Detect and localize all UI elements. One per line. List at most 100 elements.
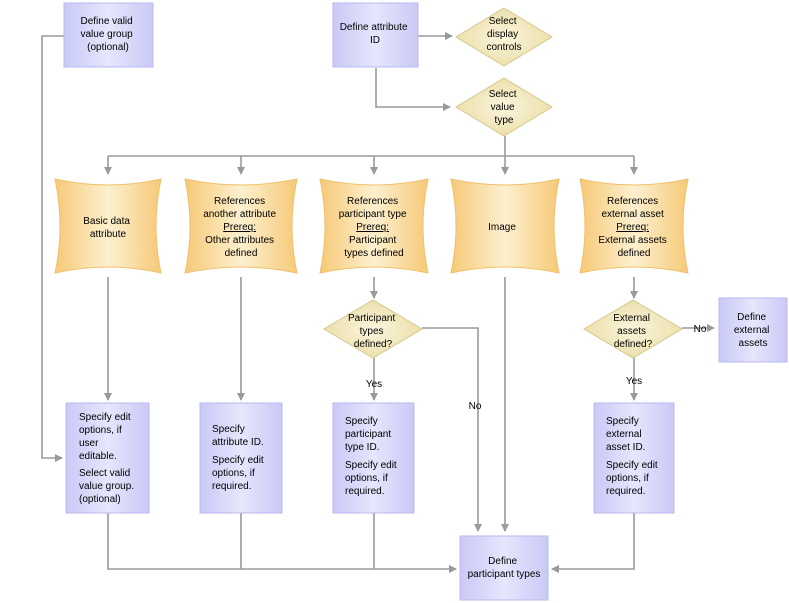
shape-line: Participant (349, 235, 396, 246)
svg-text:Specify attribute ID.: Specify attribute ID. Specify edit optio… (212, 424, 266, 492)
shape-line: References (607, 196, 658, 207)
decision-line: display (487, 29, 518, 40)
box-line: required. (345, 486, 384, 497)
box-line: value group (80, 29, 133, 40)
box-line: user (79, 438, 99, 449)
decision-line: Select (489, 16, 517, 27)
decision-line: defined? (354, 339, 393, 350)
edge-attrid-to-valuetype (375, 68, 451, 111)
decision-line: controls (486, 42, 521, 53)
box-line: Define valid (80, 16, 132, 27)
box-line: (optional) (87, 42, 129, 53)
define-participant-types-box: Define participant types (459, 535, 549, 601)
box-line: Select valid (79, 468, 130, 479)
define-attribute-id-box: Define attribute ID (332, 2, 419, 68)
prereq-label: Prereq: (356, 222, 389, 233)
box-line: Specify (606, 416, 639, 427)
edge-specify-edit-to-define (107, 513, 457, 573)
shape-line: defined (618, 248, 651, 259)
decision-line: types (360, 326, 384, 337)
edge-specify-asset-to-define (551, 513, 635, 573)
define-external-assets-box: Define external assets (718, 297, 788, 363)
image-shape: Image (450, 178, 560, 274)
box-line: Specify edit (79, 412, 131, 423)
shape-line: external asset (601, 209, 663, 220)
box-line: attribute ID. (212, 437, 264, 448)
box-line: required. (606, 486, 645, 497)
svg-text:Select display con: Select display controls (486, 16, 521, 53)
decision-line: Select (489, 89, 517, 100)
svg-text:Basic data attribute: Basic data attribute (83, 216, 132, 240)
specify-participant-type-id-box: Specify participant type ID. Specify edi… (332, 402, 415, 514)
decision-line: defined? (614, 339, 653, 350)
svg-text:Image: Image (488, 222, 516, 233)
box-line: participant (345, 429, 391, 440)
box-line: participant types (468, 569, 541, 580)
define-valid-value-group-box: Define valid value group (optional) (63, 2, 154, 68)
participant-types-defined-decision: Participant types defined? (323, 299, 423, 359)
shape-line: References (347, 196, 398, 207)
specify-attribute-id-box: Specify attribute ID. Specify edit optio… (199, 402, 283, 514)
box-line: editable. (79, 451, 117, 462)
shape-line: Basic data (83, 216, 130, 227)
svg-text:Participant types: Participant types defined? (348, 313, 398, 350)
external-assets-defined-decision: External assets defined? (583, 299, 683, 359)
svg-text:References external asse: References external asset Prereq: Extern… (598, 196, 669, 259)
box-line: Define (737, 312, 766, 323)
box-line: Specify (212, 424, 245, 435)
svg-text:Specify participant: Specify participant type ID. Specify edi… (345, 416, 399, 497)
box-line: Define attribute (340, 22, 408, 33)
box-line: value group. (79, 481, 134, 492)
shape-line: Other attributes (205, 235, 274, 246)
shape-line: References (214, 196, 265, 207)
box-line: Specify edit (606, 460, 658, 471)
svg-text:Define attribute ID: Define attribute ID (340, 22, 411, 46)
decision-line: Participant (348, 313, 395, 324)
shape-line: attribute (90, 229, 127, 240)
prereq-label: Prereq: (223, 222, 256, 233)
svg-text:Specify external a: Specify external asset ID. Specify edit … (606, 416, 660, 497)
basic-data-attribute-shape: Basic data attribute (54, 178, 162, 274)
specify-external-asset-id-box: Specify external asset ID. Specify edit … (593, 402, 675, 514)
svg-text:Define external as: Define external assets (734, 312, 772, 349)
decision-line: External (613, 313, 650, 324)
yes-label-external: Yes (626, 376, 642, 387)
svg-text:Specify edit options, if: Specify edit options, if user editable. … (79, 412, 137, 505)
specify-edit-options-box: Specify edit options, if user editable. … (65, 402, 150, 514)
svg-text:References another attri: References another attribute Prereq: Oth… (203, 196, 279, 259)
svg-text:Select value type: Select value type (489, 89, 520, 126)
yes-label-participant: Yes (366, 379, 382, 390)
svg-text:Define participant types: Define participant types (468, 556, 541, 580)
edge-valuegroup-to-specify (41, 35, 64, 462)
box-line: options, if (345, 473, 388, 484)
box-line: asset ID. (606, 442, 645, 453)
references-external-asset-shape: References external asset Prereq: Extern… (579, 178, 689, 274)
no-label-participant: No (469, 401, 482, 412)
decision-line: value (491, 102, 515, 113)
svg-text:External assets de: External assets defined? (613, 313, 652, 350)
edge-participant-no (422, 327, 482, 532)
box-line: ID (370, 35, 380, 46)
svg-text:References participant t: References participant type Prereq: Part… (339, 196, 410, 259)
box-line: Specify edit (212, 455, 264, 466)
shape-line: Image (488, 222, 516, 233)
box-line: Define (488, 556, 517, 567)
select-display-controls-decision: Select display controls (455, 7, 553, 67)
svg-text:Define valid value group: Define valid value group (optional) (80, 16, 135, 53)
box-line: external (606, 429, 642, 440)
edges (41, 32, 715, 573)
box-line: Specify (345, 416, 378, 427)
decision-line: assets (617, 326, 646, 337)
references-another-attribute-shape: References another attribute Prereq: Oth… (184, 178, 298, 274)
no-label-external: No (694, 324, 707, 335)
box-line: assets (739, 338, 768, 349)
box-line: external (734, 325, 770, 336)
box-line: type ID. (345, 442, 379, 453)
box-line: options, if (606, 473, 649, 484)
box-line: options, if (79, 425, 122, 436)
box-line: required. (212, 481, 251, 492)
select-value-type-decision: Select value type (455, 77, 553, 137)
box-line: (optional) (79, 494, 121, 505)
box-line: Specify edit (345, 460, 397, 471)
